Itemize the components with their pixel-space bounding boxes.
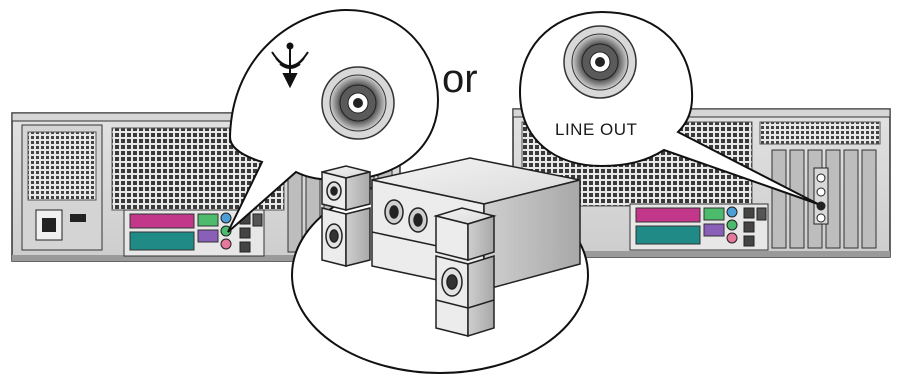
vga-port — [130, 232, 194, 250]
serial-port — [198, 230, 218, 242]
usb-port — [744, 236, 754, 246]
right-satellite-speaker — [436, 208, 494, 336]
ps2-port — [198, 214, 218, 226]
sound-card — [814, 168, 828, 224]
parallel-port — [130, 214, 194, 228]
io-panel — [630, 204, 768, 250]
line-out-jack — [727, 220, 737, 230]
parallel-port — [636, 208, 700, 222]
line-in-jack — [727, 207, 737, 217]
usb-port — [240, 228, 250, 238]
usb-port — [744, 208, 754, 218]
audio-jack-icon — [322, 67, 394, 139]
line-out-label: LINE OUT — [555, 120, 637, 139]
network-port — [253, 214, 262, 226]
line-in-jack — [221, 213, 231, 223]
audio-jack-icon — [564, 26, 636, 98]
network-port — [757, 208, 766, 220]
mic-jack — [221, 239, 231, 249]
vga-port — [636, 226, 700, 244]
ps2-port — [704, 208, 724, 220]
serial-port — [704, 224, 724, 236]
usb-port — [744, 222, 754, 232]
left-satellite-speaker — [322, 166, 370, 266]
mic-jack — [727, 233, 737, 243]
usb-port — [240, 242, 250, 252]
vent-grille — [760, 122, 880, 144]
or-label: or — [442, 57, 478, 101]
power-supply — [22, 125, 102, 250]
